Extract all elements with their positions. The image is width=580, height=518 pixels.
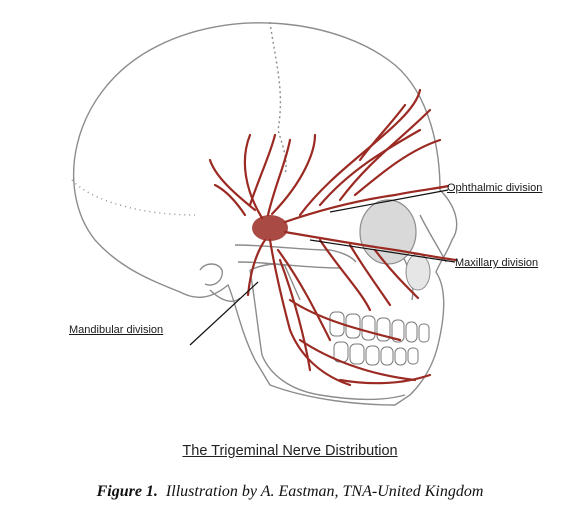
mandibular-division-label: Mandibular division	[69, 324, 164, 336]
nasal-cavity	[405, 253, 431, 291]
figure-caption: Figure 1. Illustration by A. Eastman, TN…	[0, 483, 580, 501]
figure-number: Figure 1.	[96, 483, 158, 500]
leader-lines	[189, 189, 456, 346]
nerve-branches	[208, 88, 458, 387]
caption-text: Illustration by A. Eastman, TNA-United K…	[165, 483, 484, 500]
orbit	[359, 199, 417, 265]
teeth	[329, 311, 430, 366]
diagram-title: The Trigeminal Nerve Distribution	[182, 443, 398, 459]
maxillary-division-label: Maxillary division	[455, 257, 539, 269]
ophthalmic-division-label: Ophthalmic division	[447, 182, 543, 194]
